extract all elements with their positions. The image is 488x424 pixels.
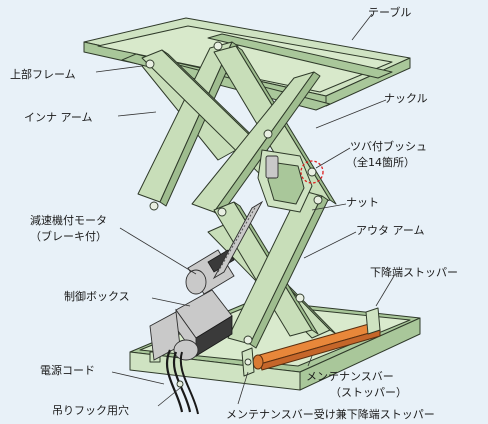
maintenance-bar-stoppers	[241, 307, 381, 377]
label-lifting-hook-hole: 吊りフック用穴	[52, 403, 129, 417]
geared-motor	[185, 249, 235, 295]
leader-lines	[95, 13, 395, 407]
label-flanged-bush: ツバ付ブッシュ	[350, 139, 427, 153]
pins	[145, 41, 323, 388]
label-outer-arm: アウタ アーム	[356, 224, 425, 237]
knuckle-housing	[257, 149, 313, 213]
bushing-highlight	[300, 160, 324, 184]
label-lower-stopper: 下降端ストッパー	[370, 265, 458, 279]
label-maintenance-bar: メンテナンスバー	[306, 370, 394, 383]
label-flanged-bush-count: （全14箇所）	[346, 155, 415, 169]
control-box	[149, 289, 233, 361]
label-knuckle: ナックル	[384, 92, 428, 105]
inner-arm-upper	[137, 41, 239, 207]
label-brake: （ブレーキ付）	[30, 229, 107, 243]
label-geared-motor: 減速機付モータ	[30, 213, 107, 227]
label-nut: ナット	[346, 196, 379, 209]
label-maintenance-bar-sub: （ストッパー）	[330, 386, 407, 399]
screw-shaft	[212, 200, 264, 280]
label-control-box: 制御ボックス	[64, 289, 130, 303]
label-bar-receiver: メンテナンスバー受け兼下降端ストッパー	[226, 407, 435, 421]
label-inner-arm: インナ アーム	[24, 111, 93, 124]
label-power-cord: 電源コード	[40, 363, 95, 377]
outer-arm-lower	[227, 189, 329, 349]
label-table: テーブル	[368, 5, 411, 19]
labels: テーブル 上部フレーム インナ アーム ナックル ツバ付ブッシュ （全14箇所）…	[10, 5, 458, 421]
label-upper-frame: 上部フレーム	[10, 67, 76, 81]
